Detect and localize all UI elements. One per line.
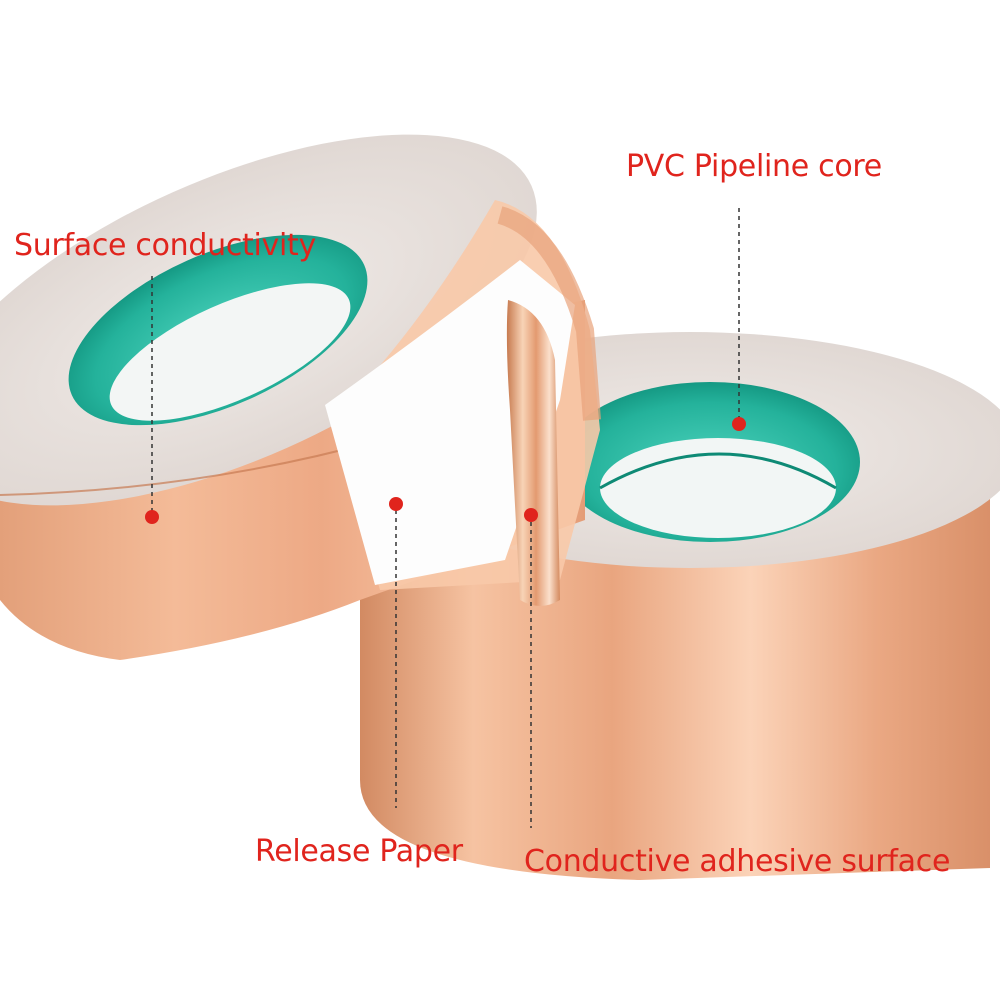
- surface-conductivity-label: Surface conductivity: [14, 228, 316, 263]
- adhesive-surface-dot: [524, 508, 538, 522]
- surface-conductivity-dot: [145, 510, 159, 524]
- conductive-adhesive-surface-label: Conductive adhesive surface: [524, 844, 951, 879]
- pvc-core-dot: [732, 417, 746, 431]
- release-paper-label: Release Paper: [255, 834, 463, 869]
- release-paper-dot: [389, 497, 403, 511]
- front-roll-core-hole: [109, 283, 351, 421]
- callout-markers: [145, 208, 746, 828]
- pvc-pipeline-core-label: PVC Pipeline core: [626, 149, 882, 184]
- release-paper-strip: [325, 200, 601, 606]
- peeled-copper-strip: [506, 300, 560, 606]
